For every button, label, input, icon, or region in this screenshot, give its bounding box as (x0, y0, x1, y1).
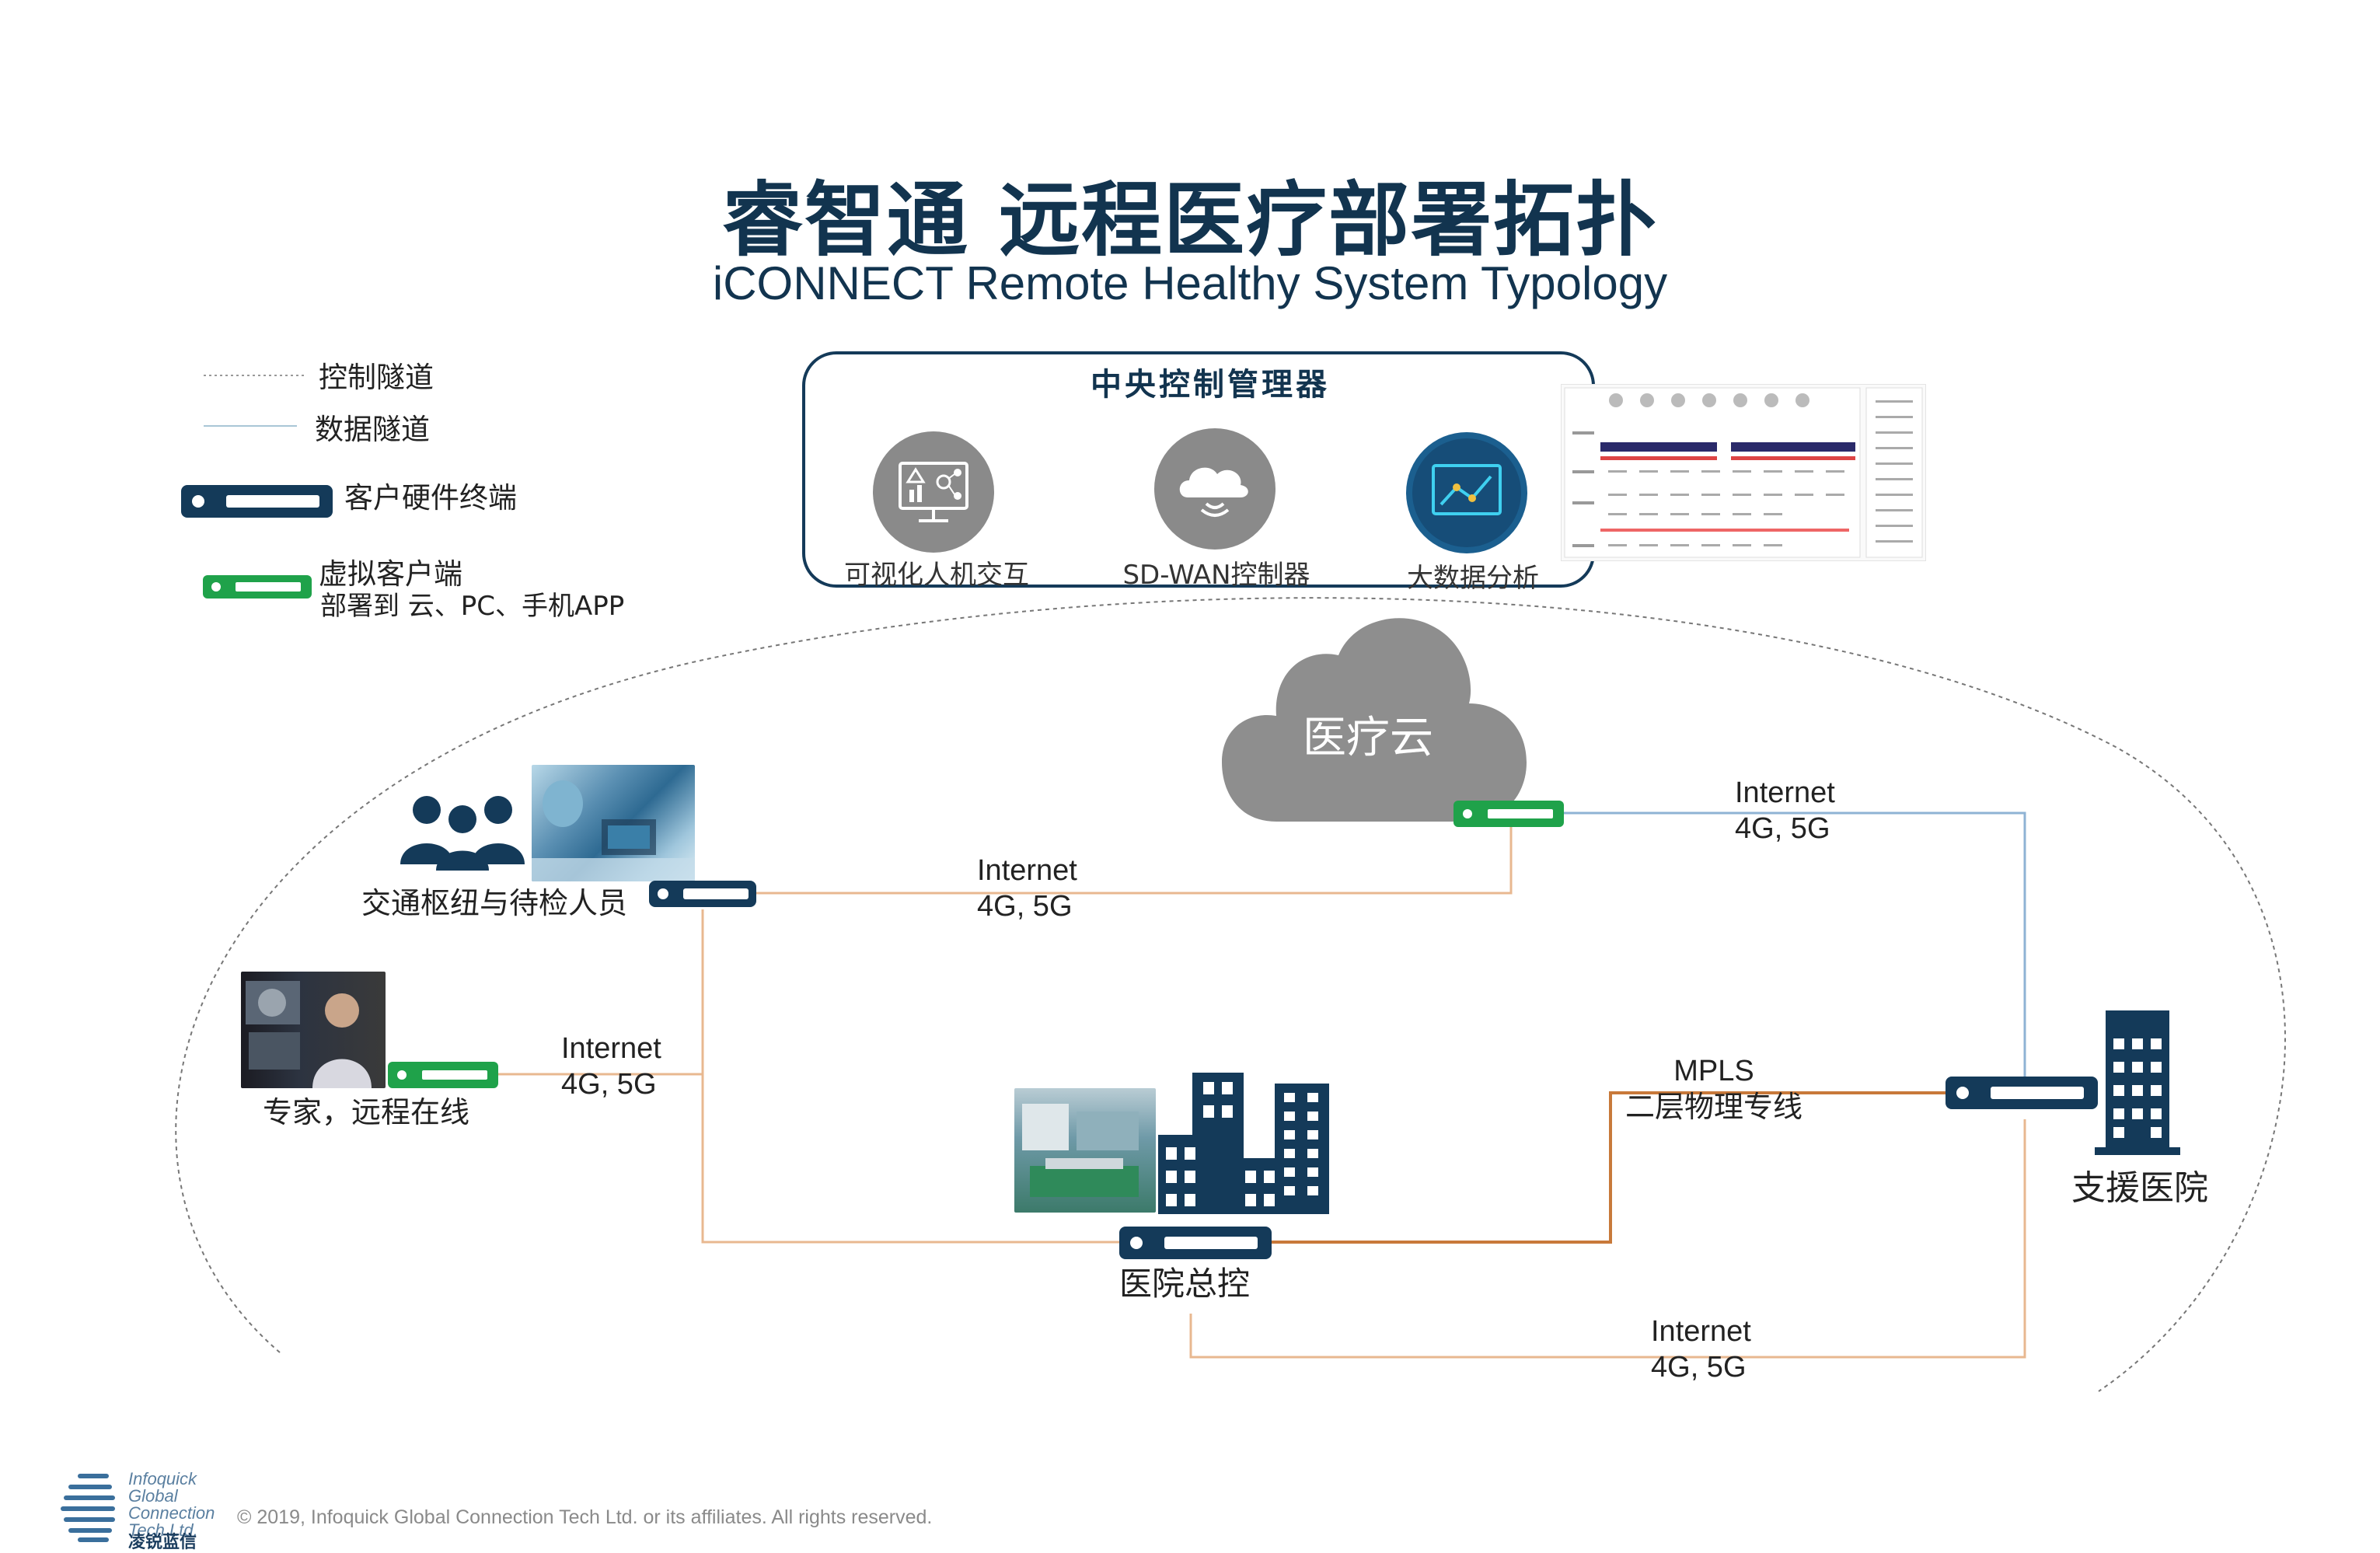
legend-virtual-client-icon (203, 575, 312, 599)
link-hub-hq (701, 909, 1127, 1244)
cloud-label: 医疗云 (1303, 713, 1433, 763)
logo-line: Connection (128, 1503, 215, 1523)
link-label-line2: 4G, 5G (1651, 1351, 1747, 1384)
link-label-line1: Internet (561, 1032, 661, 1065)
support-hardware-terminal (1946, 1077, 2098, 1109)
architecture-thumbnail (1561, 384, 1926, 561)
legend-virtual-client-sub: 部署到 云、PC、手机APP (320, 591, 625, 622)
link-label-mpls: MPLS 二层物理专线 (1624, 1053, 1803, 1125)
page-title: 睿智通 远程医疗部署拓扑 (721, 173, 1659, 267)
network-boundary-ellipse (175, 597, 2286, 1392)
legend-virtual-client: 虚拟客户端 (319, 557, 462, 591)
ctrl-label-sdwan: SD-WAN控制器 (1122, 560, 1310, 591)
link-mpls (1272, 1091, 1949, 1244)
hospital-buildings-icon (1158, 1073, 1329, 1214)
cloud-virtual-client (1453, 801, 1564, 827)
link-label-line1: Internet (1651, 1315, 1751, 1348)
link-hq-support (1189, 1119, 2026, 1359)
hospital-photo (1014, 1088, 1156, 1213)
link-label-line1: Internet (977, 854, 1077, 887)
link-label-line2: 4G, 5G (561, 1068, 657, 1101)
link-label-cloud-support: Internet 4G, 5G (1735, 775, 1835, 846)
link-cloud-support (1562, 811, 2026, 1080)
hub-hardware-terminal (649, 881, 756, 907)
link-label-line1: Internet (1735, 776, 1835, 809)
logo-line: Global (128, 1486, 178, 1506)
link-label-line2: 4G, 5G (1735, 812, 1830, 845)
support-hospital-label: 支援医院 (2071, 1168, 2208, 1208)
link-label-hub-cloud: Internet 4G, 5G (977, 853, 1077, 924)
hq-hardware-terminal (1119, 1227, 1272, 1259)
cloud-icon (1222, 610, 1527, 822)
link-label-line1: MPLS (1673, 1055, 1754, 1087)
hq-label: 医院总控 (1119, 1265, 1251, 1303)
legend-control-tunnel: 控制隧道 (319, 361, 434, 394)
link-label-line2: 二层物理专线 (1624, 1090, 1802, 1124)
ctrl-label-bigdata: 大数据分析 (1407, 563, 1539, 594)
hub-photo (532, 765, 695, 881)
link-hub-cloud (754, 813, 1513, 895)
logo-line: Tech Ltd. (128, 1520, 198, 1540)
line-chart-icon (1404, 430, 1530, 556)
cloud-wifi-icon (1152, 426, 1278, 552)
legend-hardware-terminal: 客户硬件终端 (344, 481, 517, 515)
hub-label: 交通枢纽与待检人员 (361, 886, 628, 920)
support-hospital-building-icon (2095, 1010, 2180, 1155)
company-logo-icon (61, 1471, 123, 1542)
link-label-expert: Internet 4G, 5G (561, 1031, 661, 1102)
link-label-hq-support: Internet 4G, 5G (1651, 1314, 1751, 1385)
legend-data-tunnel: 数据隧道 (315, 413, 430, 446)
expert-photo (241, 972, 386, 1088)
link-label-line2: 4G, 5G (977, 890, 1073, 923)
company-logo-text: Infoquick Global Connection Tech Ltd. (128, 1471, 215, 1539)
logo-line: Infoquick (128, 1469, 197, 1488)
expert-virtual-client (388, 1062, 498, 1088)
expert-label: 专家，远程在线 (263, 1095, 470, 1129)
central-controller-title: 中央控制管理器 (1091, 367, 1330, 403)
people-group-icon (400, 793, 525, 871)
page-subtitle: iCONNECT Remote Healthy System Typology (712, 257, 1668, 309)
footer-copyright: © 2019, Infoquick Global Connection Tech… (237, 1506, 933, 1528)
legend-hardware-terminal-icon (181, 485, 333, 518)
ctrl-label-visual: 可视化人机交互 (844, 560, 1029, 591)
dashboard-icon (871, 429, 996, 555)
company-logo-cn: 凌锐蓝信 (128, 1533, 197, 1552)
